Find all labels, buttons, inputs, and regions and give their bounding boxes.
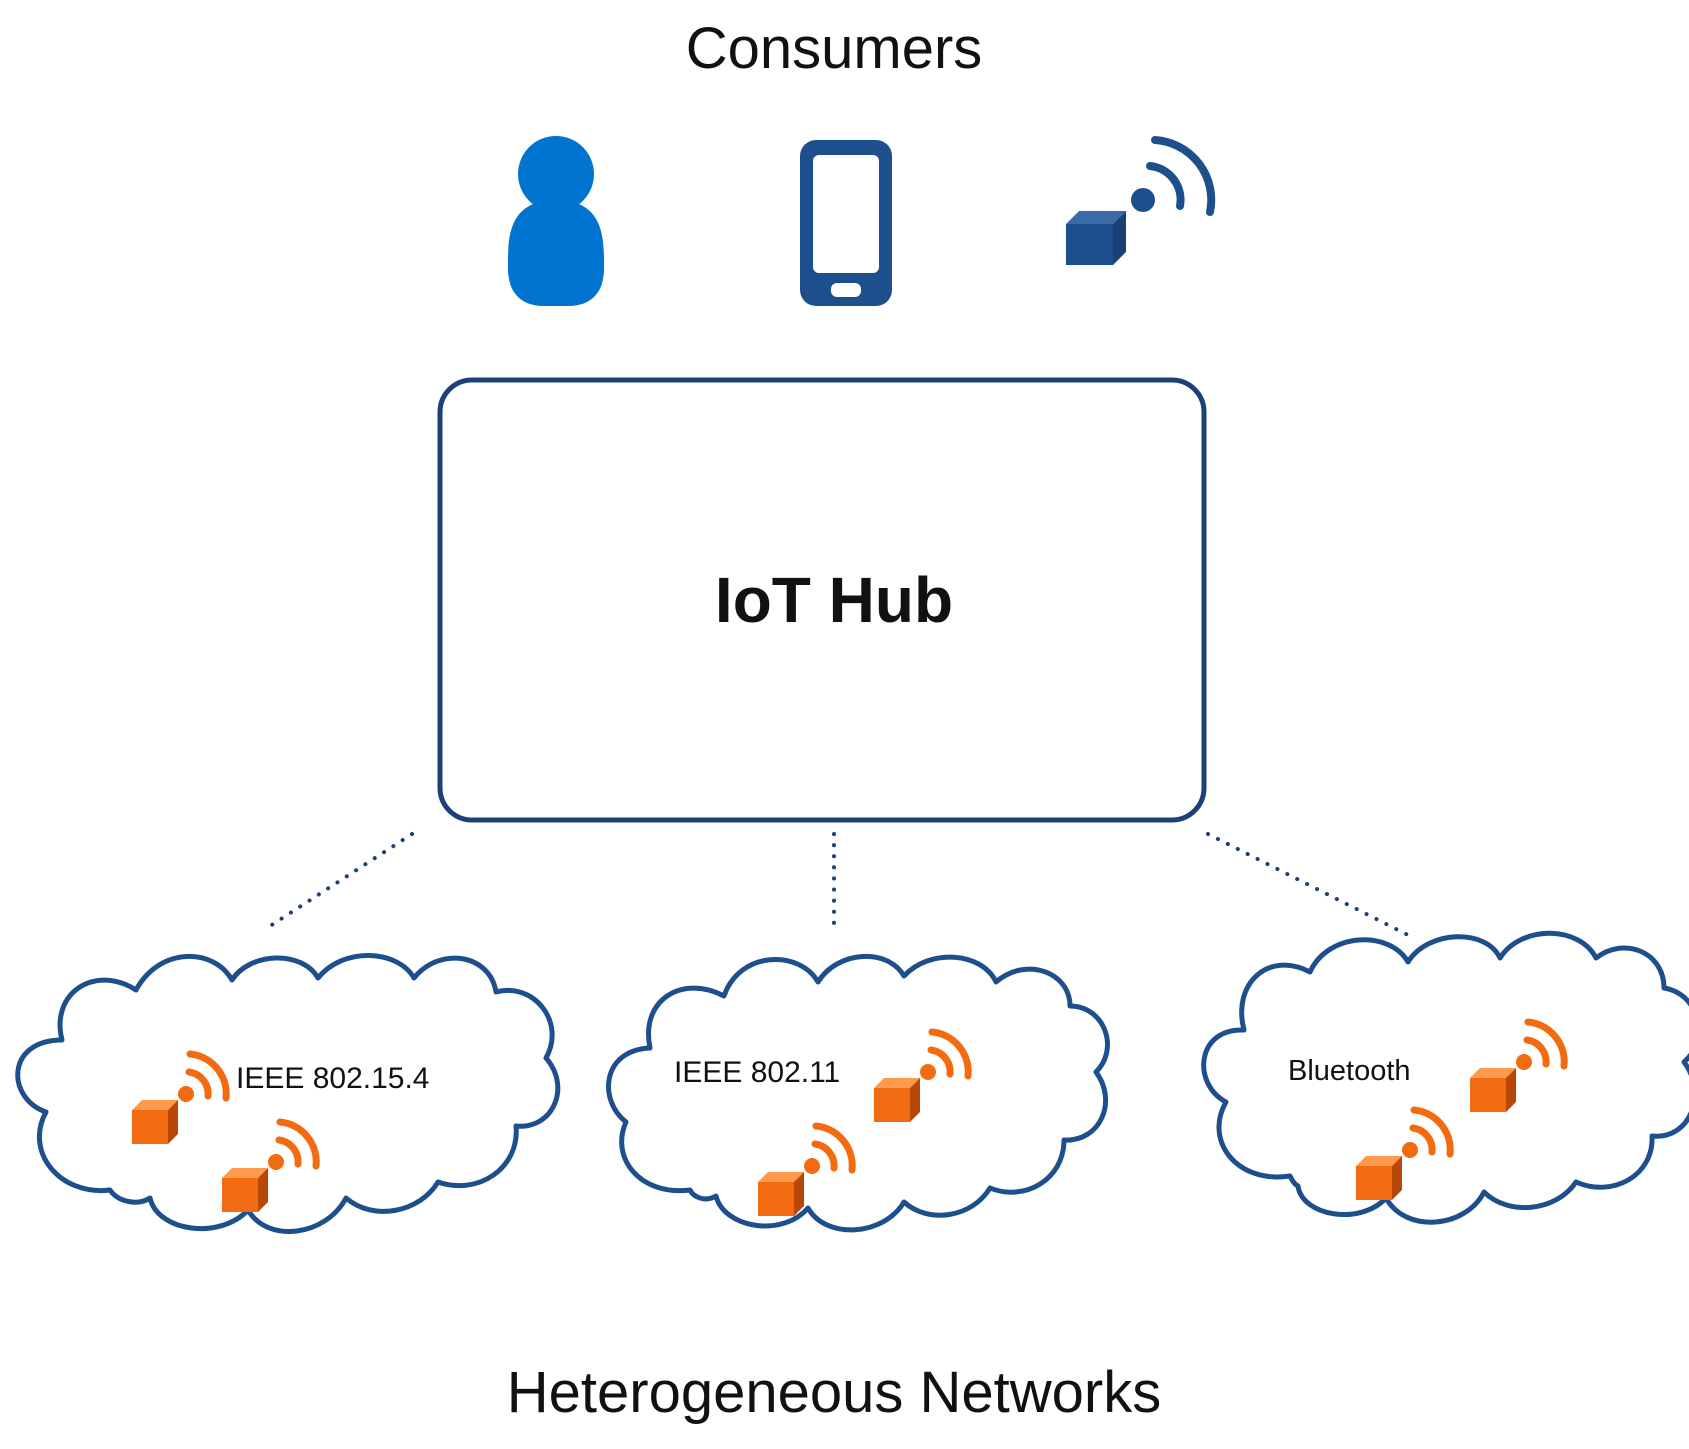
networks-title: Heterogeneous Networks [507,1360,1161,1425]
wireless-device-icon [1066,136,1216,265]
link-hub-to-ieee802154 [262,832,414,932]
link-hub-to-bluetooth [1206,832,1412,938]
network-cloud-ieee802154: IEEE 802.15.4 [15,953,561,1234]
iot-hub-label: IoT Hub [715,564,953,636]
smartphone-icon [800,140,892,306]
network-cloud-bluetooth: Bluetooth [1201,930,1689,1225]
network-label-ieee802154: IEEE 802.15.4 [236,1062,429,1095]
network-label-bluetooth: Bluetooth [1288,1055,1411,1087]
iot-hub-box [437,377,1207,823]
network-label-ieee80211: IEEE 802.11 [674,1056,840,1089]
network-cloud-ieee80211: IEEE 802.11 [606,953,1110,1233]
person-icon [507,136,605,306]
consumers-title: Consumers [686,16,983,81]
